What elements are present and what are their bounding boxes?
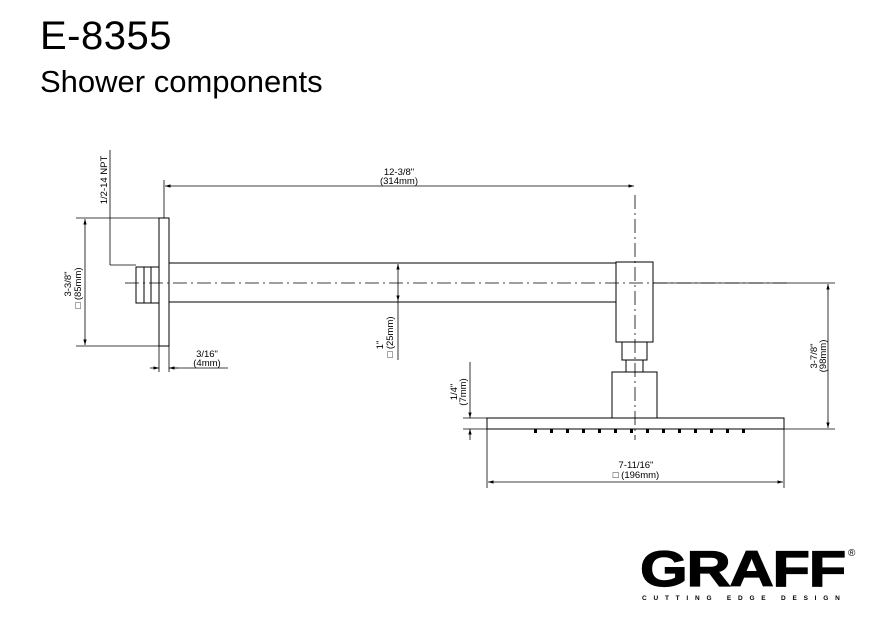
ball-joint <box>611 371 658 419</box>
head-square-metric: □ (196mm) <box>613 470 659 481</box>
page-subtitle: Shower components <box>40 64 323 99</box>
logo-tagline: CUTTING EDGE DESIGN <box>642 595 844 602</box>
flange-square-imperial: 3-3/8" <box>63 271 74 296</box>
arm-length-metric: (314mm) <box>380 176 418 187</box>
nozzles <box>534 429 745 433</box>
arm-square-metric: □ (25mm) <box>385 316 396 357</box>
connector-nut <box>625 359 644 373</box>
logo-wordmark: GRAFF <box>640 541 845 597</box>
wall-flange <box>158 217 170 347</box>
model-number: E-8355 <box>40 14 172 58</box>
head-thickness-metric: (7mm) <box>458 378 469 405</box>
shower-head <box>486 417 785 430</box>
drop-height-metric: (98mm) <box>818 340 829 373</box>
logo-registered-mark: ® <box>848 548 856 559</box>
head-thickness-imperial: 1/4" <box>449 384 460 401</box>
flange-square-metric: □ (85mm) <box>73 267 84 308</box>
threaded-nipple <box>135 266 160 304</box>
flange-thickness-imperial: 3/16" <box>196 349 218 360</box>
drop-height-imperial: 3-7/8" <box>809 343 820 368</box>
graff-logo: GRAFF ® CUTTING EDGE DESIGN <box>640 540 856 602</box>
elbow-block <box>615 261 654 343</box>
arm-length-imperial: 12-3/8" <box>384 167 414 178</box>
connector <box>621 341 648 361</box>
thread-label: 1/2-14 NPT <box>99 156 110 205</box>
flange-thickness-metric: (4mm) <box>193 358 220 369</box>
arm-square-imperial: 1" <box>375 341 386 350</box>
head-square-imperial: 7-11/16" <box>619 460 654 471</box>
